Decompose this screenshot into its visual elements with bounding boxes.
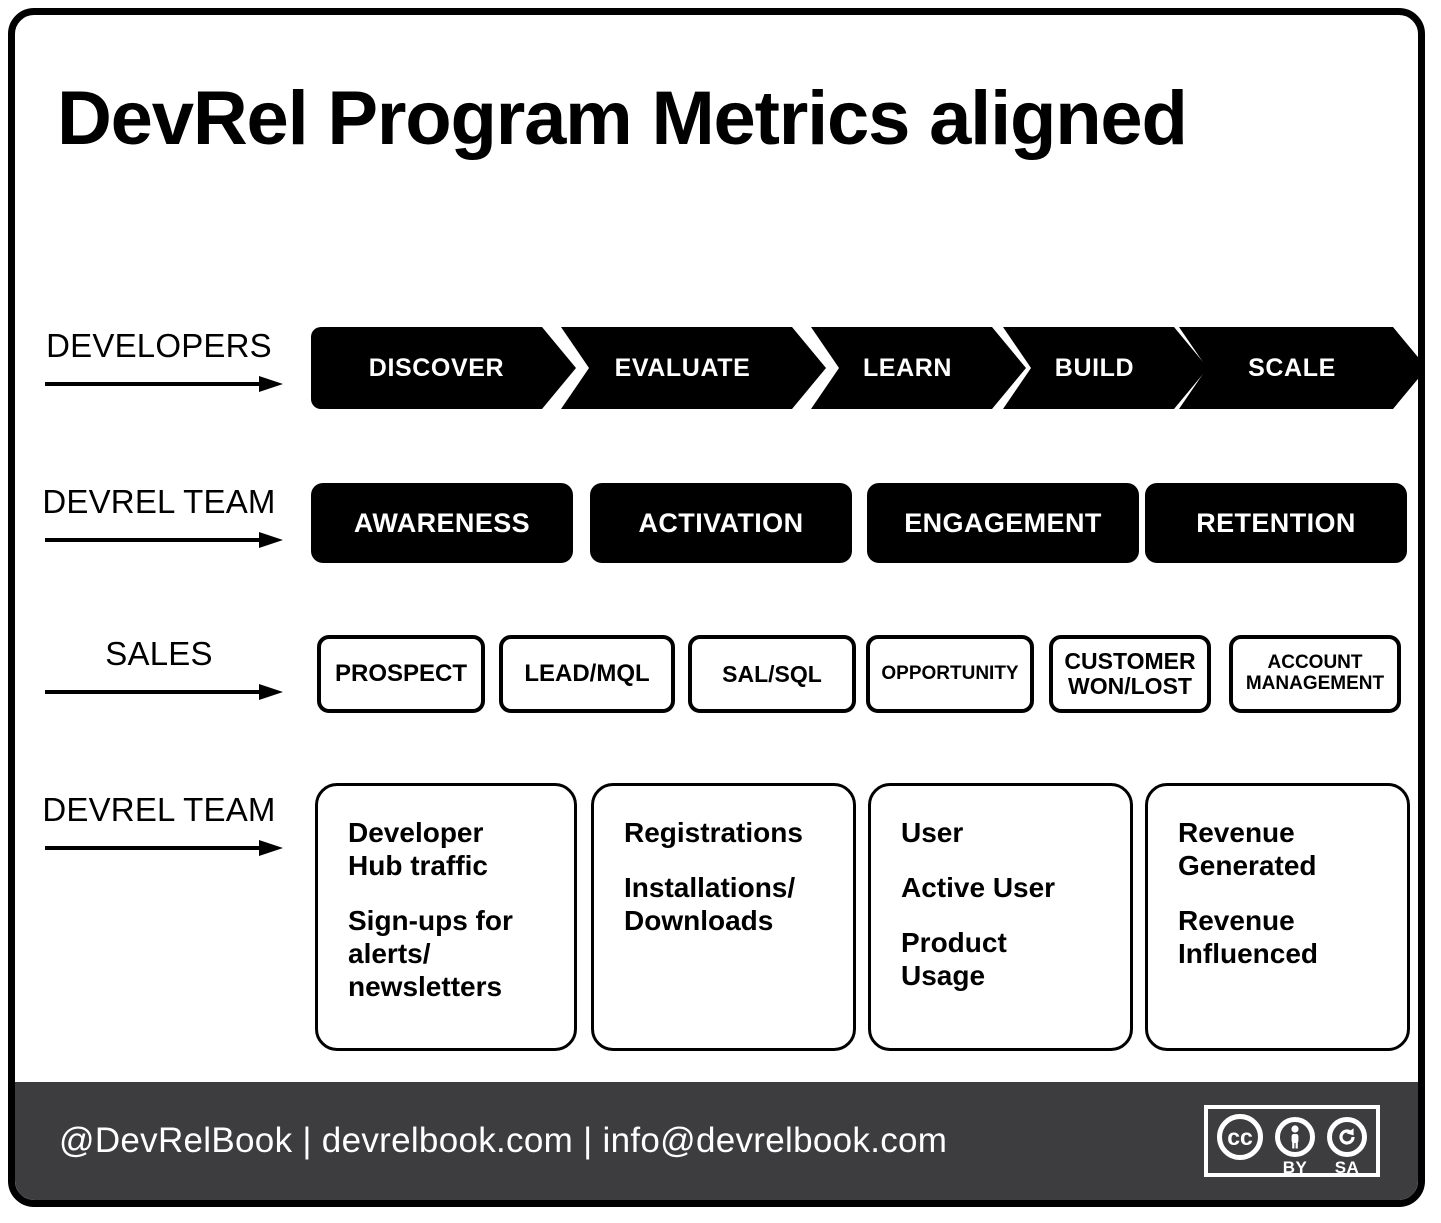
row-label-text: DEVREL TEAM bbox=[42, 483, 276, 520]
row-label-sales: SALES bbox=[33, 635, 285, 700]
stage-activation[interactable]: ACTIVATION bbox=[590, 483, 852, 563]
metric-item: Sign-ups for alerts/ newsletters bbox=[348, 905, 513, 1003]
chevron-build[interactable]: BUILD bbox=[1003, 327, 1208, 409]
row-label-text: SALES bbox=[105, 635, 213, 672]
arrow-right-icon bbox=[33, 683, 285, 700]
metric-item: Developer Hub traffic bbox=[348, 817, 488, 882]
metric-item: User bbox=[901, 817, 964, 848]
sales-box-lead-mql[interactable]: LEAD/MQL bbox=[499, 635, 675, 713]
sales-box-sal-sql[interactable]: SAL/SQL bbox=[688, 635, 856, 713]
cc-sa-column: SA bbox=[1327, 1117, 1367, 1176]
sales-box-customer-won-lost[interactable]: CUSTOMER WON/LOST bbox=[1049, 635, 1211, 713]
cc-logo-column: cc bbox=[1217, 1114, 1263, 1179]
chevron-learn[interactable]: LEARN bbox=[811, 327, 1026, 409]
metric-card-retention[interactable]: Revenue Generated Revenue Influenced bbox=[1145, 783, 1410, 1051]
chevron-discover[interactable]: DISCOVER bbox=[311, 327, 576, 409]
footer-bar: @DevRelBook | devrelbook.com | info@devr… bbox=[15, 1082, 1418, 1200]
row-label-devrel-team-metrics: DEVREL TEAM bbox=[33, 791, 285, 856]
sales-box-account-management[interactable]: ACCOUNT MANAGEMENT bbox=[1229, 635, 1401, 713]
cc-by-label: BY bbox=[1282, 1158, 1308, 1177]
stage-engagement[interactable]: ENGAGEMENT bbox=[867, 483, 1139, 563]
metric-item: Product Usage bbox=[901, 927, 1007, 992]
share-alike-icon bbox=[1327, 1117, 1367, 1157]
stage-retention[interactable]: RETENTION bbox=[1145, 483, 1407, 563]
chevron-evaluate[interactable]: EVALUATE bbox=[561, 327, 826, 409]
creative-commons-by-sa-badge[interactable]: cc BY bbox=[1204, 1105, 1380, 1177]
metric-card-activation[interactable]: Registrations Installations/ Downloads bbox=[591, 783, 856, 1051]
chevron-scale[interactable]: SCALE bbox=[1179, 327, 1425, 409]
sales-box-prospect[interactable]: PROSPECT bbox=[317, 635, 485, 713]
metric-item: Installations/ Downloads bbox=[624, 872, 796, 937]
stage-awareness[interactable]: AWARENESS bbox=[311, 483, 573, 563]
row-label-text: DEVELOPERS bbox=[46, 327, 272, 364]
metric-item: Revenue Generated bbox=[1178, 817, 1317, 882]
creative-commons-icon: cc bbox=[1217, 1114, 1263, 1160]
footer-contact-text: @DevRelBook | devrelbook.com | info@devr… bbox=[59, 1121, 948, 1160]
arrow-right-icon bbox=[33, 839, 285, 856]
metric-item: Active User bbox=[901, 872, 1056, 904]
sales-box-opportunity[interactable]: OPPORTUNITY bbox=[866, 635, 1034, 713]
cc-sa-label: SA bbox=[1334, 1158, 1360, 1177]
metric-card-awareness[interactable]: Developer Hub traffic Sign-ups for alert… bbox=[315, 783, 577, 1051]
arrow-right-icon bbox=[33, 531, 285, 548]
row-label-devrel-team-stages: DEVREL TEAM bbox=[33, 483, 285, 548]
metric-card-engagement[interactable]: User Active User Product Usage bbox=[868, 783, 1133, 1051]
metric-item: Revenue Influenced bbox=[1178, 905, 1319, 970]
arrow-right-icon bbox=[33, 375, 285, 392]
person-by-icon bbox=[1275, 1117, 1315, 1157]
row-label-developers: DEVELOPERS bbox=[33, 327, 285, 392]
metric-item: Registrations bbox=[624, 817, 803, 848]
row-label-text: DEVREL TEAM bbox=[42, 791, 276, 828]
slide-card: DevRel Program Metrics aligned DEVELOPER… bbox=[8, 8, 1425, 1207]
page-title: DevRel Program Metrics aligned bbox=[57, 76, 1188, 161]
cc-by-column: BY bbox=[1275, 1117, 1315, 1176]
